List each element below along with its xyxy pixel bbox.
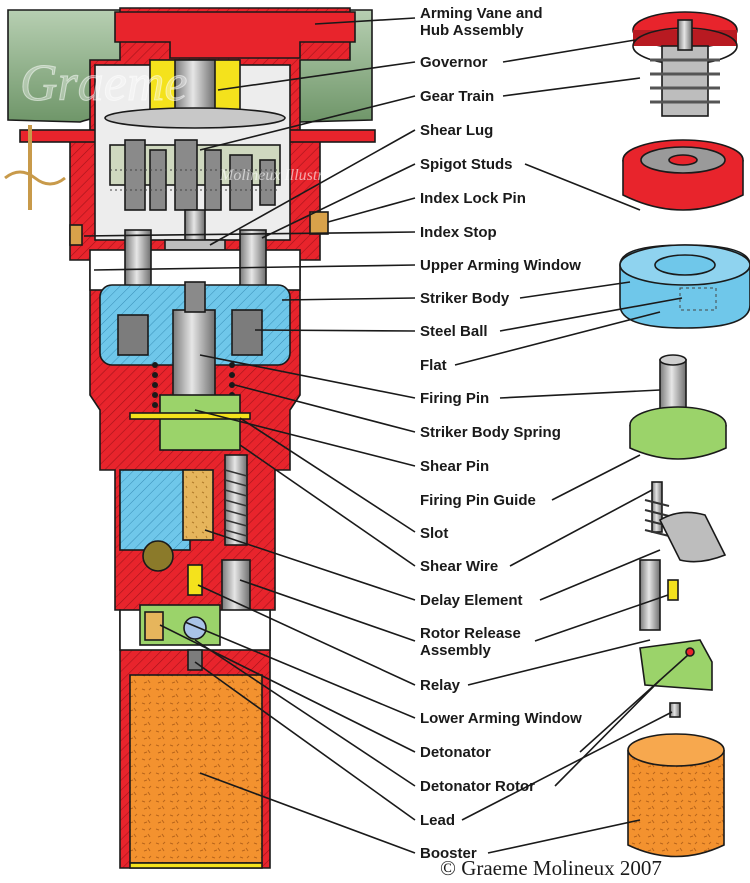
label-spigot-studs: Spigot Studs (420, 156, 513, 173)
label-striker-body-spring: Striker Body Spring (420, 424, 561, 441)
index-lock-pin (309, 211, 329, 235)
label-rotor-release: Rotor Release (420, 625, 521, 642)
booster-cap (129, 862, 263, 869)
label-slot: Slot (420, 525, 448, 542)
label-shear-wire: Shear Wire (420, 558, 498, 575)
label-hub-assembly: Hub Assembly (420, 22, 524, 39)
watermark: Graeme (20, 55, 188, 112)
label-detonator: Detonator (420, 744, 491, 761)
gear-housing-part (622, 139, 744, 211)
release-spring (224, 469, 248, 537)
label-booster: Booster (420, 845, 477, 862)
relay (187, 564, 203, 596)
shear-wire (129, 412, 251, 420)
hub-assembly-part (632, 11, 738, 117)
label-lower-arming-window: Lower Arming Window (420, 710, 582, 727)
label-arming-vane: Arming Vane and (420, 5, 543, 22)
rotor-release-part (639, 481, 727, 631)
label-detonator-rotor: Detonator Rotor (420, 778, 535, 795)
delay-element (182, 469, 214, 541)
label-lead: Lead (420, 812, 455, 829)
label-delay-element: Delay Element (420, 592, 523, 609)
label-striker-body: Striker Body (420, 290, 510, 307)
booster (129, 674, 263, 864)
booster-part (627, 733, 725, 858)
copyright: © Graeme Molineux 2007 (440, 856, 662, 880)
label-index-stop: Index Stop (420, 224, 497, 241)
wire-twist (4, 170, 66, 186)
firing-pin-guide-part (629, 354, 727, 460)
firing-pin-tip (184, 281, 206, 313)
striker-body-part (619, 244, 750, 329)
striker-body-spring (152, 362, 235, 408)
gear-train (109, 139, 281, 211)
label-steel-ball: Steel Ball (420, 323, 488, 340)
label-firing-pin-guide: Firing Pin Guide (420, 492, 536, 509)
labels: Arming Vane and Hub Assembly Governor Ge… (420, 5, 582, 862)
label-governor: Governor (420, 54, 488, 71)
shear-pin (142, 540, 174, 572)
watermark-sub: Molineux Illustration (219, 167, 356, 184)
label-relay: Relay (420, 677, 461, 694)
index-stop (69, 224, 83, 246)
fuze-cutaway (4, 7, 376, 869)
striker-recess (117, 314, 149, 356)
label-firing-pin: Firing Pin (420, 390, 489, 407)
steel-ball (231, 309, 263, 356)
exploded-parts (619, 11, 750, 858)
governor-plate (104, 107, 286, 129)
label-upper-arming-window: Upper Arming Window (420, 257, 581, 274)
label-index-lock-pin: Index Lock Pin (420, 190, 526, 207)
lead (187, 649, 203, 671)
label-gear-train: Gear Train (420, 88, 494, 105)
label-flat: Flat (420, 357, 447, 374)
detonator-rotor-part (639, 639, 713, 718)
leader-lines (83, 17, 689, 854)
slot (119, 469, 191, 551)
label-shear-pin: Shear Pin (420, 458, 489, 475)
steel-ball-rotor (183, 616, 207, 640)
firing-pin-guide (159, 394, 241, 451)
label-shear-lug: Shear Lug (420, 122, 493, 139)
label-assembly: Assembly (420, 642, 492, 659)
